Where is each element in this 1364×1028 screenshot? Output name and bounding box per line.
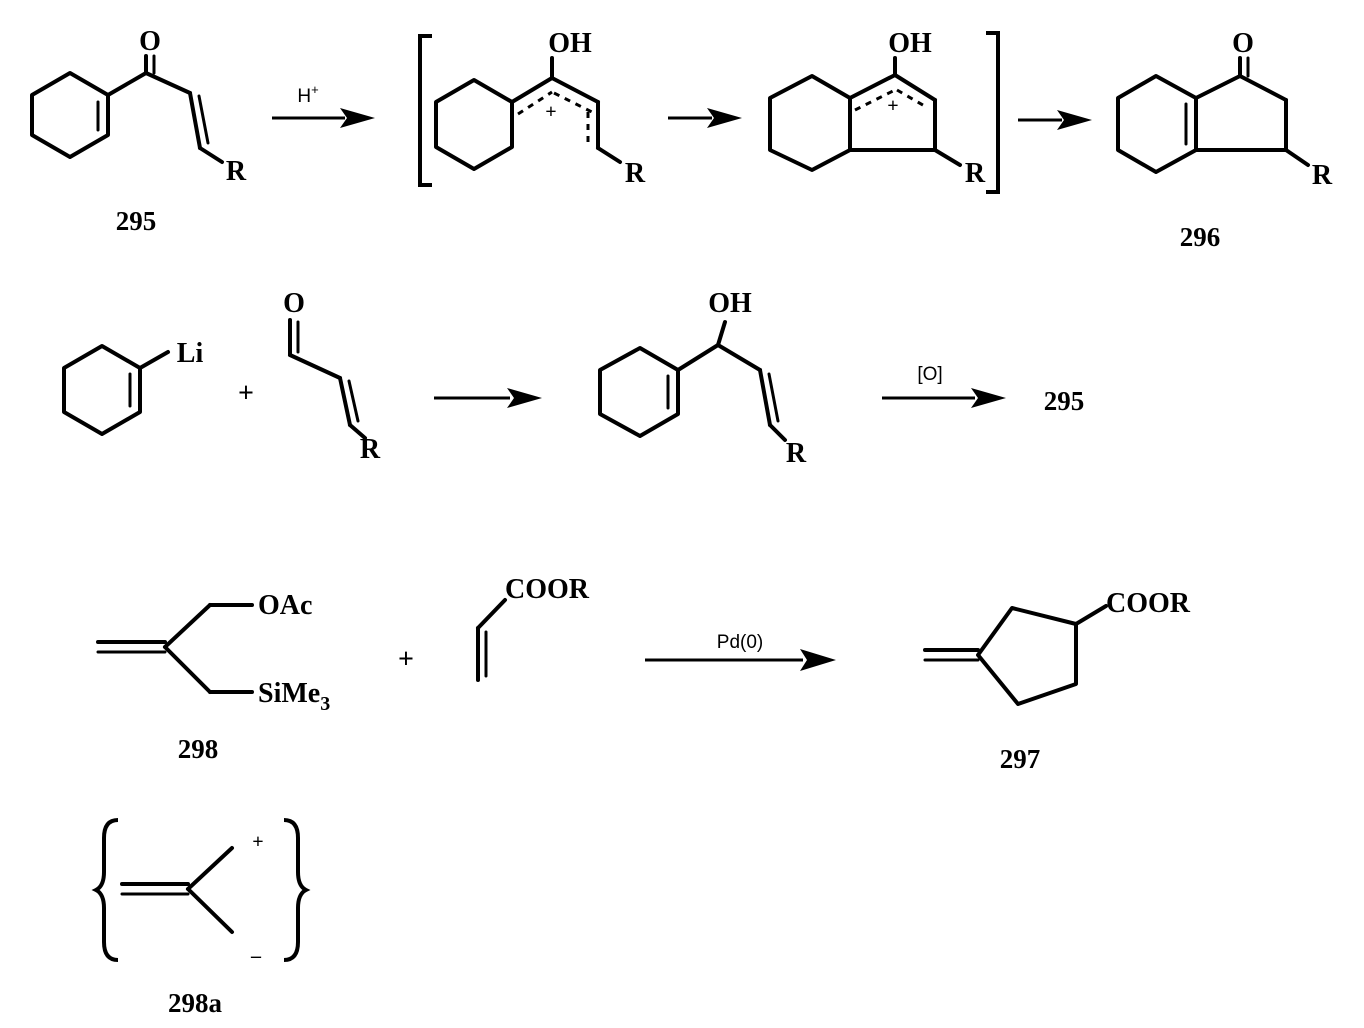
atom-R-296: R	[1312, 160, 1333, 191]
structure-enal	[288, 318, 367, 440]
charge-plus-298a: +	[252, 831, 263, 853]
atom-O-295: O	[139, 26, 161, 57]
atom-COOR-297: COOR	[1106, 588, 1191, 619]
charge-minus-298a: –	[250, 945, 262, 967]
structure-297	[923, 604, 1108, 706]
arrow-oxidation	[882, 388, 1006, 408]
charge-int1: +	[545, 101, 556, 123]
arrow-palladium	[645, 649, 836, 671]
reagent-oxidation: [O]	[917, 364, 942, 385]
atom-R-295: R	[226, 156, 247, 187]
structure-acrylate	[476, 598, 507, 682]
atom-R-alcohol: R	[786, 438, 807, 469]
structure-298	[96, 603, 254, 694]
atom-R-int2: R	[965, 158, 986, 189]
arrow-addition	[434, 388, 542, 408]
atom-O-enal: O	[283, 288, 305, 319]
reagent-palladium: Pd(0)	[717, 632, 763, 653]
brace-right	[283, 818, 311, 962]
intermediate-cation-cyclized	[768, 56, 962, 172]
atom-R-int1: R	[625, 158, 646, 189]
bracket-left	[418, 34, 432, 187]
plus-row3: +	[398, 644, 414, 675]
charge-int2: +	[887, 95, 898, 117]
atom-OAc: OAc	[258, 590, 312, 621]
atom-OH-alcohol: OH	[708, 288, 752, 319]
arrow-cyclization	[668, 108, 742, 128]
atom-OH-int1: OH	[548, 28, 592, 59]
bracket-right	[986, 31, 1000, 194]
atom-Li: Li	[177, 338, 204, 369]
label-297: 297	[1000, 744, 1041, 774]
structure-allylic-alcohol	[598, 320, 787, 442]
intermediate-cation-open	[434, 56, 622, 171]
atom-OH-int2: OH	[888, 28, 932, 59]
reagent-acid: H+	[297, 82, 318, 107]
atom-SiMe3: SiMe3	[258, 678, 330, 715]
label-296: 296	[1180, 222, 1221, 252]
structure-296	[1116, 56, 1310, 174]
arrow-acid	[272, 108, 375, 128]
label-298: 298	[178, 734, 219, 764]
brace-left	[91, 818, 119, 962]
label-298a: 298a	[168, 988, 223, 1018]
plus-row2: +	[238, 378, 254, 409]
atom-R-enal: R	[360, 434, 381, 465]
structure-298a	[120, 846, 234, 934]
label-295-product: 295	[1044, 386, 1085, 416]
label-295: 295	[116, 206, 157, 236]
structure-295	[30, 54, 224, 164]
arrow-tautomerization	[1018, 110, 1092, 130]
atom-COOR-acrylate: COOR	[505, 574, 590, 605]
atom-O-296: O	[1232, 28, 1254, 59]
structure-cyclohexenyllithium	[62, 344, 170, 436]
